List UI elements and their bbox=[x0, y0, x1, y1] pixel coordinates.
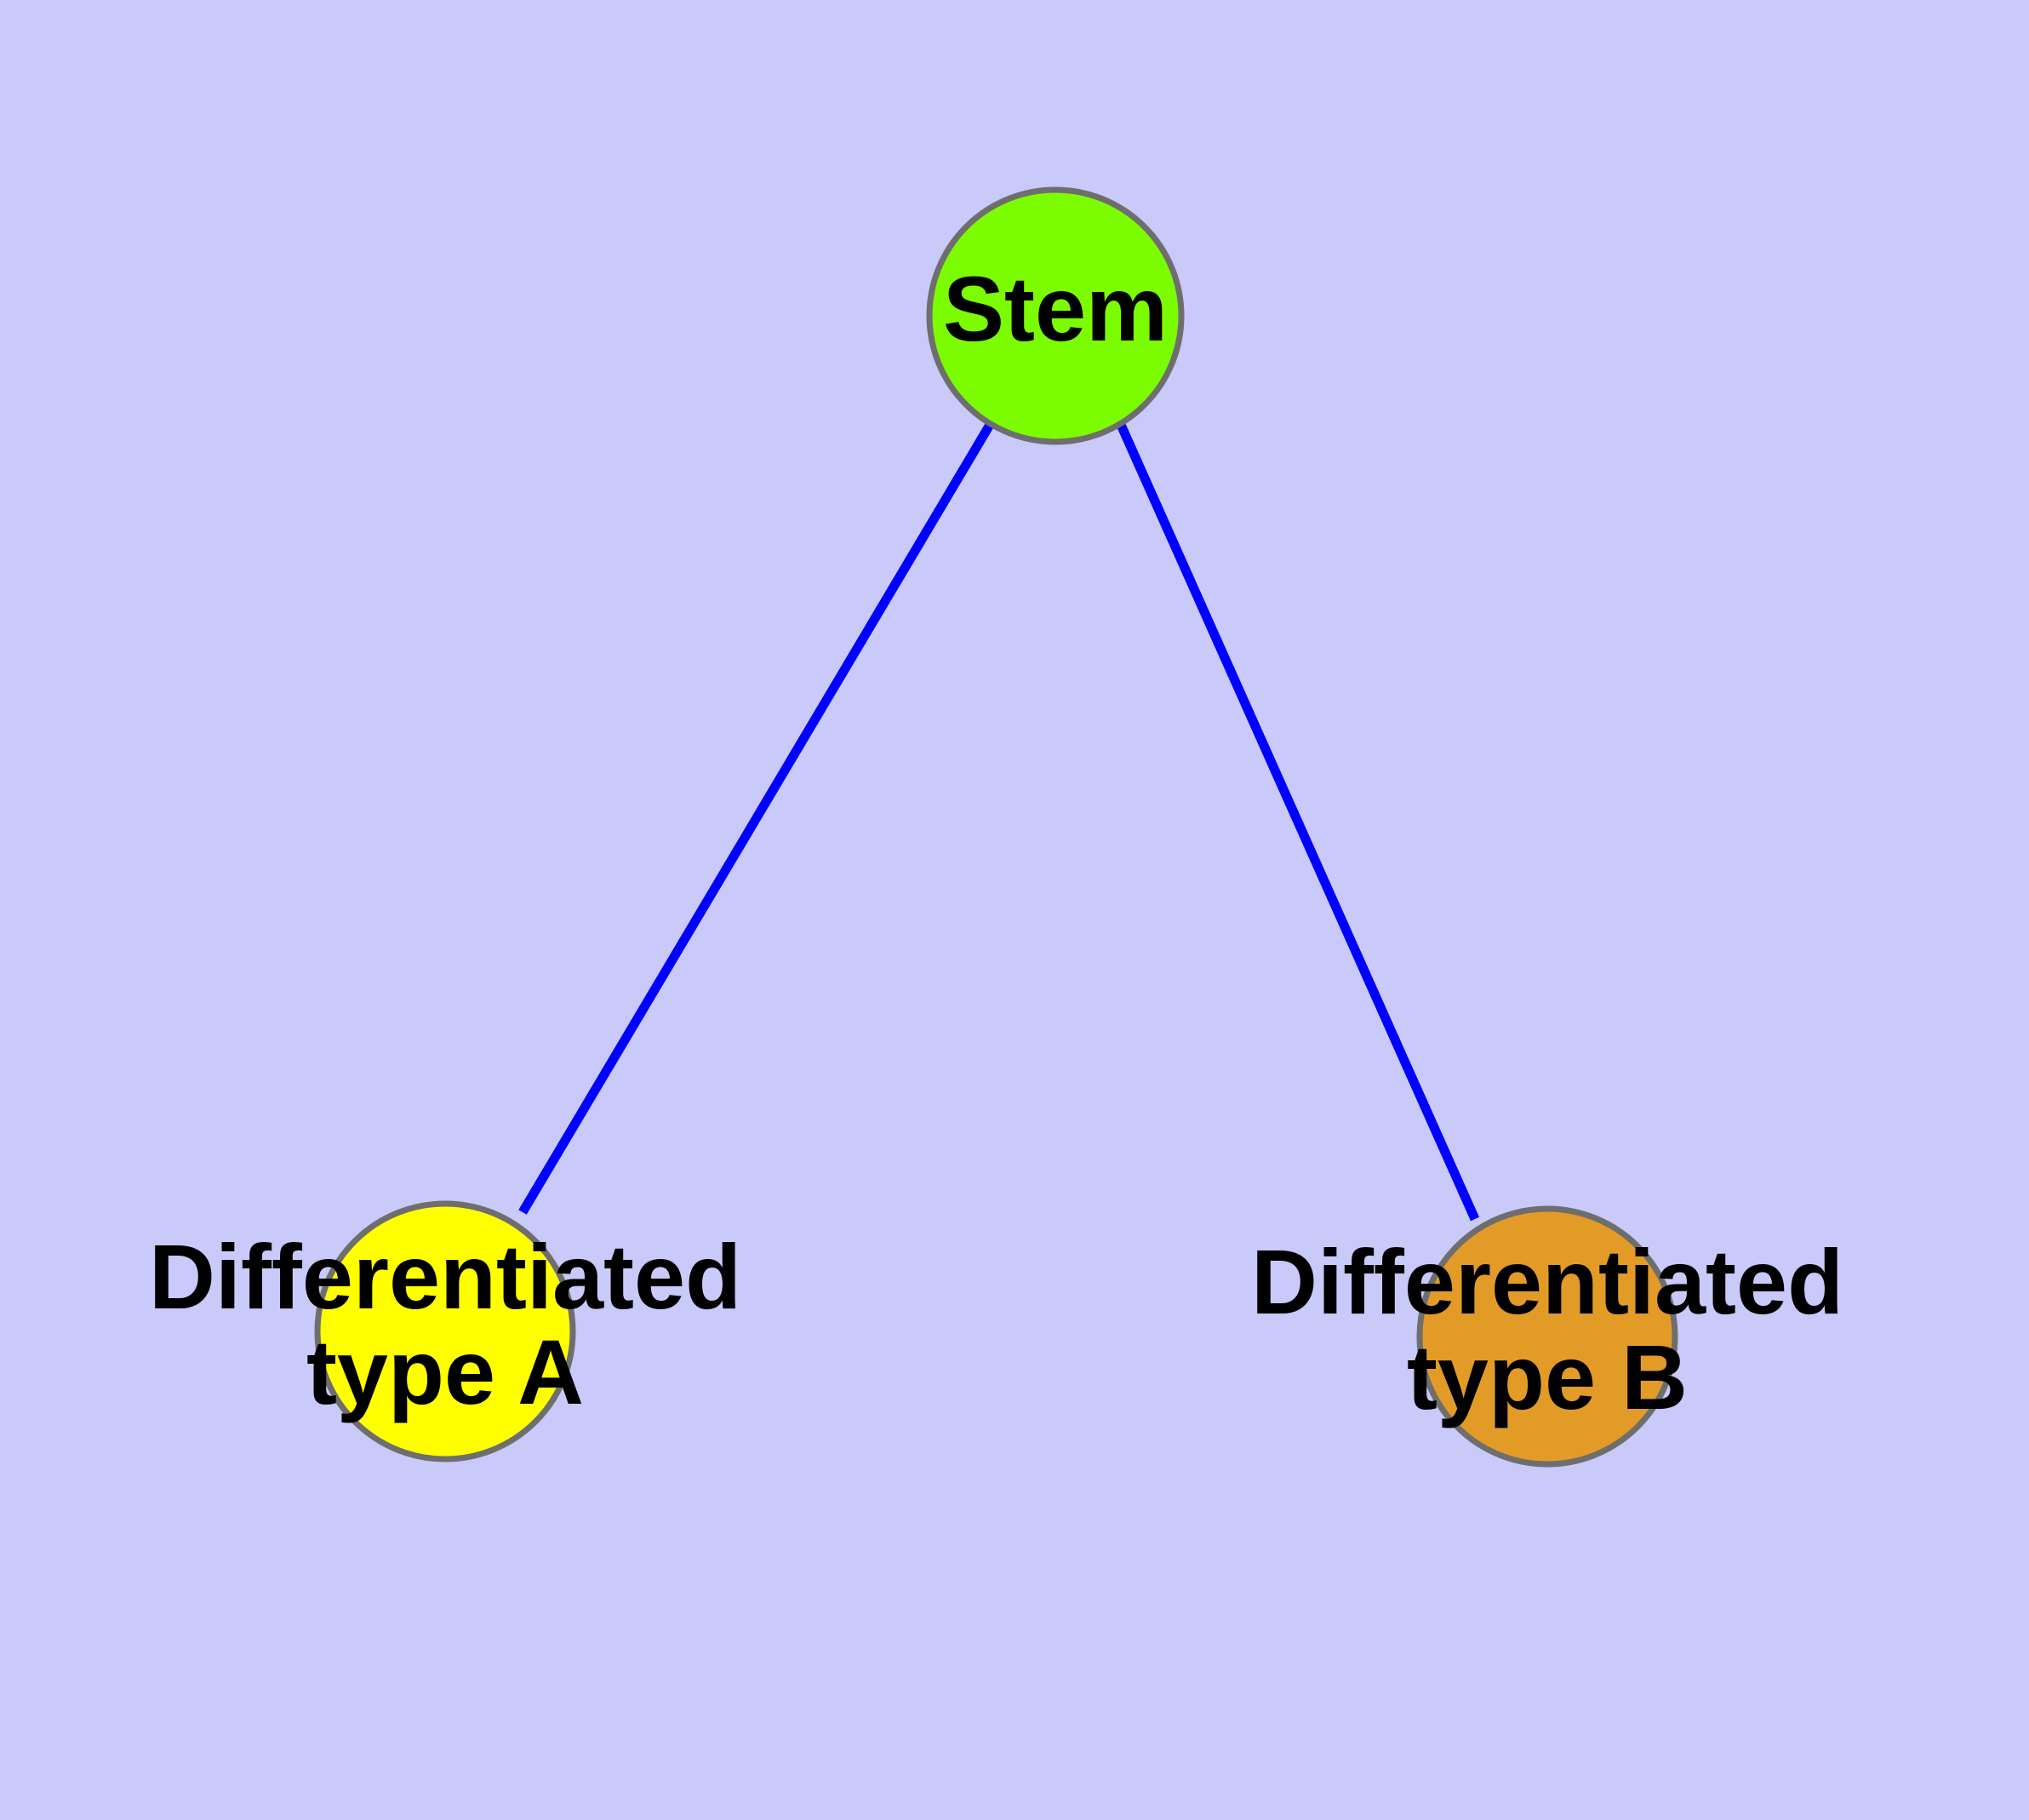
nodes-layer bbox=[314, 186, 1678, 1468]
graph-node-label-stem: Stem bbox=[943, 257, 1168, 360]
graph-node-stem[interactable] bbox=[926, 186, 1185, 445]
graph-edge-stem-to-a[interactable] bbox=[518, 422, 994, 1215]
graph-edge-stem-to-b[interactable] bbox=[1116, 422, 1480, 1222]
graph-node-label-line: Differentiated bbox=[149, 1225, 741, 1328]
graph-node-label-line: Stem bbox=[943, 257, 1168, 360]
graph-node-label-line: type B bbox=[1407, 1325, 1688, 1428]
graph-node-diff_a[interactable] bbox=[314, 1200, 576, 1462]
graph-node-label-line: Differentiated bbox=[1251, 1230, 1843, 1333]
graph-node-diff_b[interactable] bbox=[1416, 1205, 1678, 1468]
edges-layer bbox=[518, 422, 1480, 1222]
graph-node-label-line: type A bbox=[306, 1320, 584, 1423]
